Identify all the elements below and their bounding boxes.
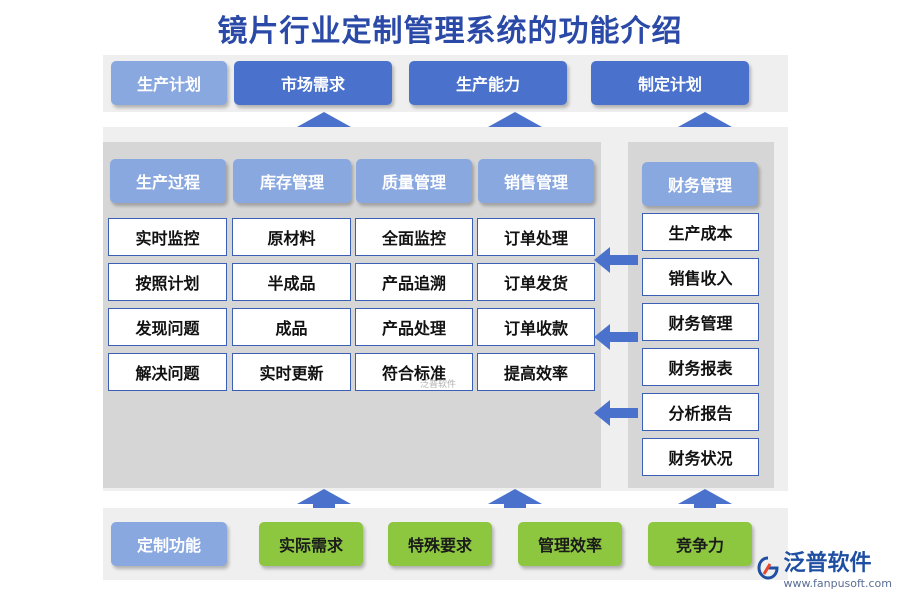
- finance-item-analysis: 分析报告: [642, 393, 759, 431]
- cell-traceability: 产品追溯: [355, 263, 473, 301]
- logo-name: 泛普软件: [783, 551, 872, 576]
- page-title: 镜片行业定制管理系统的功能介绍: [217, 14, 683, 49]
- header-quality: 质量管理: [356, 159, 472, 203]
- cell-finished-product: 成品: [232, 308, 351, 346]
- cell-solve-problem: 解决问题: [108, 353, 227, 391]
- cell-improve-efficiency: 提高效率: [477, 353, 595, 391]
- finance-item-management: 财务管理: [642, 303, 759, 341]
- top-row-label: 生产计划: [111, 61, 227, 105]
- cell-find-problem: 发现问题: [108, 308, 227, 346]
- brand-logo: 泛普软件 www.fanpusoft.com: [756, 545, 892, 590]
- arrow-left-icon: [594, 400, 638, 426]
- bottom-row-label: 定制功能: [111, 522, 227, 566]
- header-inventory: 库存管理: [233, 159, 351, 203]
- top-item-capacity: 生产能力: [409, 61, 567, 105]
- cell-raw-material: 原材料: [232, 218, 351, 256]
- bottom-item-actual-demand: 实际需求: [259, 522, 363, 566]
- header-production-process: 生产过程: [110, 159, 226, 203]
- finance-item-reports: 财务报表: [642, 348, 759, 386]
- finance-item-cost: 生产成本: [642, 213, 759, 251]
- cell-order-payment: 订单收款: [477, 308, 595, 346]
- finance-item-status: 财务状况: [642, 438, 759, 476]
- arrow-left-icon: [594, 324, 638, 350]
- watermark-text: 泛普软件: [420, 380, 457, 390]
- top-item-plan: 制定计划: [591, 61, 749, 105]
- bottom-item-special-requirements: 特殊要求: [388, 522, 492, 566]
- cell-full-monitor: 全面监控: [355, 218, 473, 256]
- cell-product-handling: 产品处理: [355, 308, 473, 346]
- arrow-left-icon: [594, 247, 638, 273]
- cell-meet-standard: 符合标准: [355, 353, 473, 391]
- cell-order-processing: 订单处理: [477, 218, 595, 256]
- arrow-up-icon: [297, 489, 351, 519]
- finance-header: 财务管理: [642, 162, 758, 206]
- finance-item-revenue: 销售收入: [642, 258, 759, 296]
- arrow-up-icon: [678, 489, 732, 519]
- top-item-market-demand: 市场需求: [234, 61, 392, 105]
- cell-semi-product: 半成品: [232, 263, 351, 301]
- bottom-item-management-efficiency: 管理效率: [518, 522, 622, 566]
- header-sales: 销售管理: [478, 159, 594, 203]
- cell-by-plan: 按照计划: [108, 263, 227, 301]
- logo-icon: [757, 556, 779, 580]
- arrow-up-icon: [488, 489, 542, 519]
- logo-url: www.fanpusoft.com: [783, 577, 892, 590]
- cell-order-shipping: 订单发货: [477, 263, 595, 301]
- cell-realtime-monitor: 实时监控: [108, 218, 227, 256]
- bottom-item-competitiveness: 竞争力: [648, 522, 752, 566]
- cell-realtime-update: 实时更新: [232, 353, 351, 391]
